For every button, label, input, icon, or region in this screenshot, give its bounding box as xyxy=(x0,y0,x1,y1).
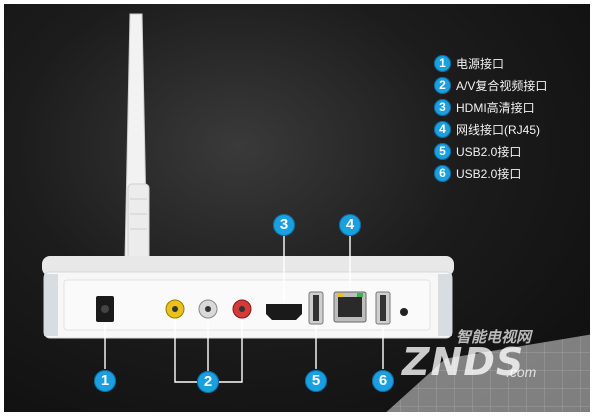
callout-4: 4 xyxy=(339,214,361,236)
legend-number: 6 xyxy=(434,164,451,182)
legend-label: USB2.0接口 xyxy=(456,166,522,181)
legend-number: 4 xyxy=(434,120,451,138)
callout-6: 6 xyxy=(372,370,394,392)
watermark-chinese: 智能电视网 xyxy=(456,329,532,346)
legend-item: 3 HDMI高清接口 xyxy=(434,96,547,118)
legend-label: 电源接口 xyxy=(456,56,505,71)
reset-hole xyxy=(400,308,408,316)
legend-item: 2 A/V复合视频接口 xyxy=(434,74,547,96)
legend-label: USB2.0接口 xyxy=(456,144,522,159)
legend-label: A/V复合视频接口 xyxy=(456,78,548,93)
usb-port-left xyxy=(308,291,324,325)
rca-red-port xyxy=(232,299,252,319)
legend-item: 1 电源接口 xyxy=(434,52,547,74)
usb-port-right xyxy=(375,291,391,325)
legend-item: 6 USB2.0接口 xyxy=(434,162,547,184)
watermark-domain: .com xyxy=(506,364,537,380)
callout-2: 2 xyxy=(197,371,219,393)
callout-3: 3 xyxy=(273,214,295,236)
callout-5: 5 xyxy=(305,370,327,392)
rca-yellow-port xyxy=(165,299,185,319)
watermark-logo: ZNDS xyxy=(402,340,525,384)
photo-frame: 1 2 3 4 5 6 1 电源接口 2 A/V复合视频接口 3 HDMI高清接… xyxy=(4,4,590,412)
legend-label: 网线接口(RJ45) xyxy=(456,122,541,137)
callout-1: 1 xyxy=(94,370,116,392)
legend-item: 4 网线接口(RJ45) xyxy=(434,118,547,140)
antenna xyxy=(124,13,150,265)
legend-item: 5 USB2.0接口 xyxy=(434,140,547,162)
device-illustration xyxy=(42,13,454,383)
legend-number: 5 xyxy=(434,142,451,160)
legend-number: 3 xyxy=(434,98,451,116)
ethernet-port xyxy=(333,291,367,323)
power-port xyxy=(96,296,114,322)
legend-number: 2 xyxy=(434,76,451,94)
port-legend: 1 电源接口 2 A/V复合视频接口 3 HDMI高清接口 4 网线接口(RJ4… xyxy=(434,52,547,184)
legend-label: HDMI高清接口 xyxy=(456,100,535,115)
hdmi-port xyxy=(266,304,302,320)
legend-number: 1 xyxy=(434,54,451,72)
rca-white-port xyxy=(198,299,218,319)
